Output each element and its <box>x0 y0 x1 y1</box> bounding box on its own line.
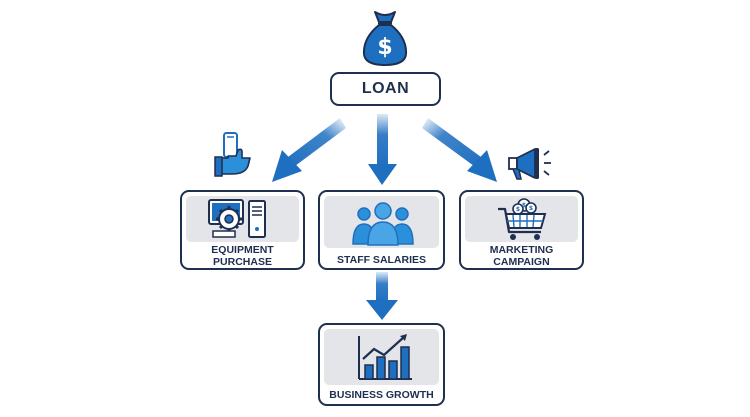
marketing-campaign-label: MARKETING CAMPAIGN <box>489 244 554 268</box>
arrow-to-growth <box>366 272 398 320</box>
svg-text:$: $ <box>522 202 526 209</box>
arrow-to-salaries <box>368 114 397 185</box>
computer-gear-icon <box>208 199 266 238</box>
hand-phone-icon <box>214 132 251 177</box>
staff-salaries-node: STAFF SALARIES <box>318 190 445 270</box>
business-growth-node: BUSINESS GROWTH <box>318 323 445 406</box>
equipment-purchase-node: EQUIPMENT PURCHASE <box>180 190 305 270</box>
business-growth-label: BUSINESS GROWTH <box>329 389 434 401</box>
svg-text:$: $ <box>516 206 520 213</box>
arrow-to-marketing <box>422 118 497 182</box>
svg-text:$: $ <box>529 205 533 212</box>
money-bag-icon: $ <box>362 11 408 66</box>
staff-salaries-label: STAFF SALARIES <box>336 254 427 266</box>
loan-label: LOAN <box>361 80 410 97</box>
dollar-symbol: $ <box>377 35 392 60</box>
marketing-campaign-node: $$$ MARKETING CAMPAIGN <box>459 190 584 270</box>
loan-node: LOAN <box>330 72 441 106</box>
megaphone-icon <box>508 148 551 180</box>
equipment-purchase-label: EQUIPMENT PURCHASE <box>211 244 274 268</box>
arrow-to-equipment <box>272 118 346 182</box>
people-group-icon <box>352 202 414 246</box>
growth-chart-icon <box>358 334 412 380</box>
shopping-cart-icon: $$$ <box>498 198 547 240</box>
